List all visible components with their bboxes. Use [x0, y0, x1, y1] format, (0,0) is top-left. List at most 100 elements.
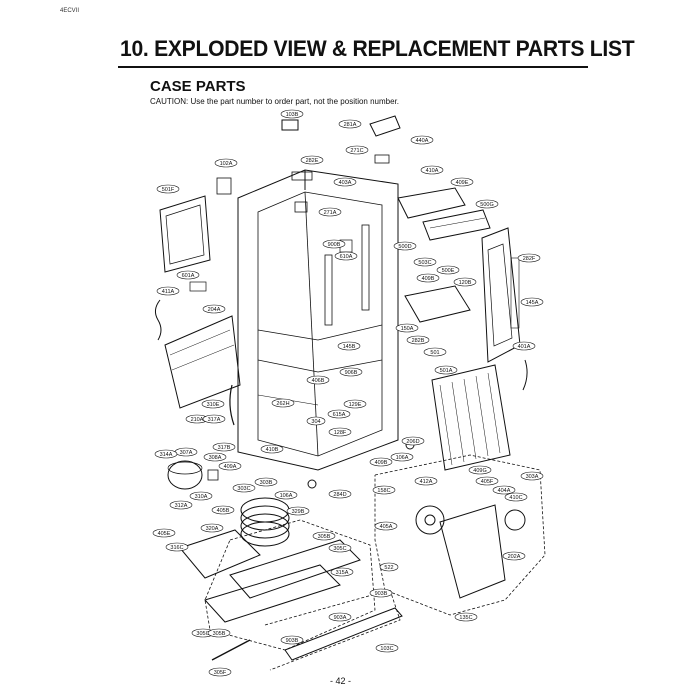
part-label: 315A [330, 567, 354, 577]
svg-text:206D: 206D [406, 439, 419, 445]
part-label: 103C [375, 643, 399, 653]
svg-text:503C: 503C [418, 260, 431, 266]
part-label: 329B [286, 506, 310, 516]
svg-text:305C: 305C [196, 631, 209, 637]
svg-text:103C: 103C [380, 646, 393, 652]
svg-text:906B: 906B [345, 370, 358, 376]
svg-text:409A: 409A [224, 464, 237, 470]
part-label: 145B [337, 341, 361, 351]
svg-text:317A: 317A [208, 417, 221, 423]
svg-text:303C: 303C [237, 486, 250, 492]
part-label: 310E [201, 399, 225, 409]
part-label: 601A [176, 270, 200, 280]
svg-text:440A: 440A [416, 138, 429, 144]
cabinet-body [237, 169, 399, 471]
svg-text:315A: 315A [336, 570, 349, 576]
part-label: 129E [343, 399, 367, 409]
svg-text:501F: 501F [162, 187, 175, 193]
svg-text:128F: 128F [334, 430, 347, 436]
part-label: 903B [280, 635, 304, 645]
svg-text:271A: 271A [324, 210, 337, 216]
page-number: - 42 - [330, 676, 352, 686]
part-label: 202A [502, 551, 526, 561]
part-label: 316C [165, 542, 189, 552]
part-label: 305C [328, 543, 352, 553]
part-label: 317B [212, 442, 236, 452]
svg-text:615A: 615A [333, 412, 346, 418]
svg-text:316C: 316C [170, 545, 183, 551]
svg-text:405B: 405B [217, 508, 230, 514]
part-label: 305F [208, 667, 232, 677]
part-label: 106A [390, 452, 414, 462]
svg-text:281A: 281A [344, 122, 357, 128]
part-label: 401A [512, 341, 536, 351]
svg-text:411A: 411A [162, 289, 175, 295]
part-label: 900B [322, 239, 346, 249]
svg-text:405F: 405F [481, 479, 494, 485]
condenser-coil [240, 497, 290, 547]
part-label: 103B [280, 109, 304, 119]
part-label: 282B [406, 335, 430, 345]
svg-text:310E: 310E [207, 402, 220, 408]
svg-text:314A: 314A [160, 452, 173, 458]
svg-text:405E: 405E [158, 531, 171, 537]
svg-text:903B: 903B [375, 591, 388, 597]
part-label: 500G [475, 199, 499, 209]
svg-text:158C: 158C [377, 488, 390, 494]
part-label: 282E [300, 155, 324, 165]
part-label: 403A [333, 177, 357, 187]
part-label: 317A [202, 414, 226, 424]
svg-text:210A: 210A [191, 417, 204, 423]
part-label: 615A [327, 409, 351, 419]
part-label: 307A [174, 447, 198, 457]
left-panel [159, 177, 232, 292]
svg-text:403A: 403A [339, 180, 352, 186]
part-label: 500D [393, 241, 417, 251]
svg-text:305C: 305C [333, 546, 346, 552]
svg-text:303B: 303B [260, 480, 273, 486]
svg-text:610A: 610A [340, 254, 353, 260]
svg-text:401A: 401A [518, 344, 531, 350]
svg-text:409G: 409G [473, 468, 486, 474]
part-label: 411A [156, 286, 180, 296]
svg-text:501: 501 [430, 350, 439, 356]
svg-text:903B: 903B [286, 638, 299, 644]
part-label: 305B [207, 628, 231, 638]
part-label: 412A [414, 476, 438, 486]
svg-text:409B: 409B [375, 460, 388, 466]
part-label: 310A [189, 491, 213, 501]
svg-text:404A: 404A [498, 488, 511, 494]
svg-text:500D: 500D [398, 244, 411, 250]
svg-text:412A: 412A [420, 479, 433, 485]
part-label: 305B [312, 531, 336, 541]
part-label: 284D [328, 489, 352, 499]
svg-text:329B: 329B [292, 509, 305, 515]
svg-text:305F: 305F [214, 670, 227, 676]
part-label: 106A [274, 490, 298, 500]
part-label: 409A [218, 461, 242, 471]
part-label: 206D [401, 436, 425, 446]
part-label: 314A [154, 449, 178, 459]
part-label: 135C [454, 612, 478, 622]
part-label: 204A [202, 304, 226, 314]
part-label: 409E [450, 177, 474, 187]
svg-text:304: 304 [311, 419, 320, 425]
svg-text:284D: 284D [333, 492, 346, 498]
svg-text:204A: 204A [208, 307, 221, 313]
part-label: 145A [520, 297, 544, 307]
svg-text:900B: 900B [328, 242, 341, 248]
part-label: 522 [379, 562, 399, 572]
part-label: 503C [413, 257, 437, 267]
svg-text:317B: 317B [218, 445, 231, 451]
svg-text:601A: 601A [182, 273, 195, 279]
svg-text:308A: 308A [209, 455, 222, 461]
part-label: 320A [200, 523, 224, 533]
part-label: 271A [318, 207, 342, 217]
part-label: 405A [374, 521, 398, 531]
part-label: 120B [453, 277, 477, 287]
right-door-side [481, 227, 521, 363]
svg-text:310A: 310A [195, 494, 208, 500]
part-label: 610A [334, 251, 358, 261]
part-label: 262H [271, 398, 295, 408]
